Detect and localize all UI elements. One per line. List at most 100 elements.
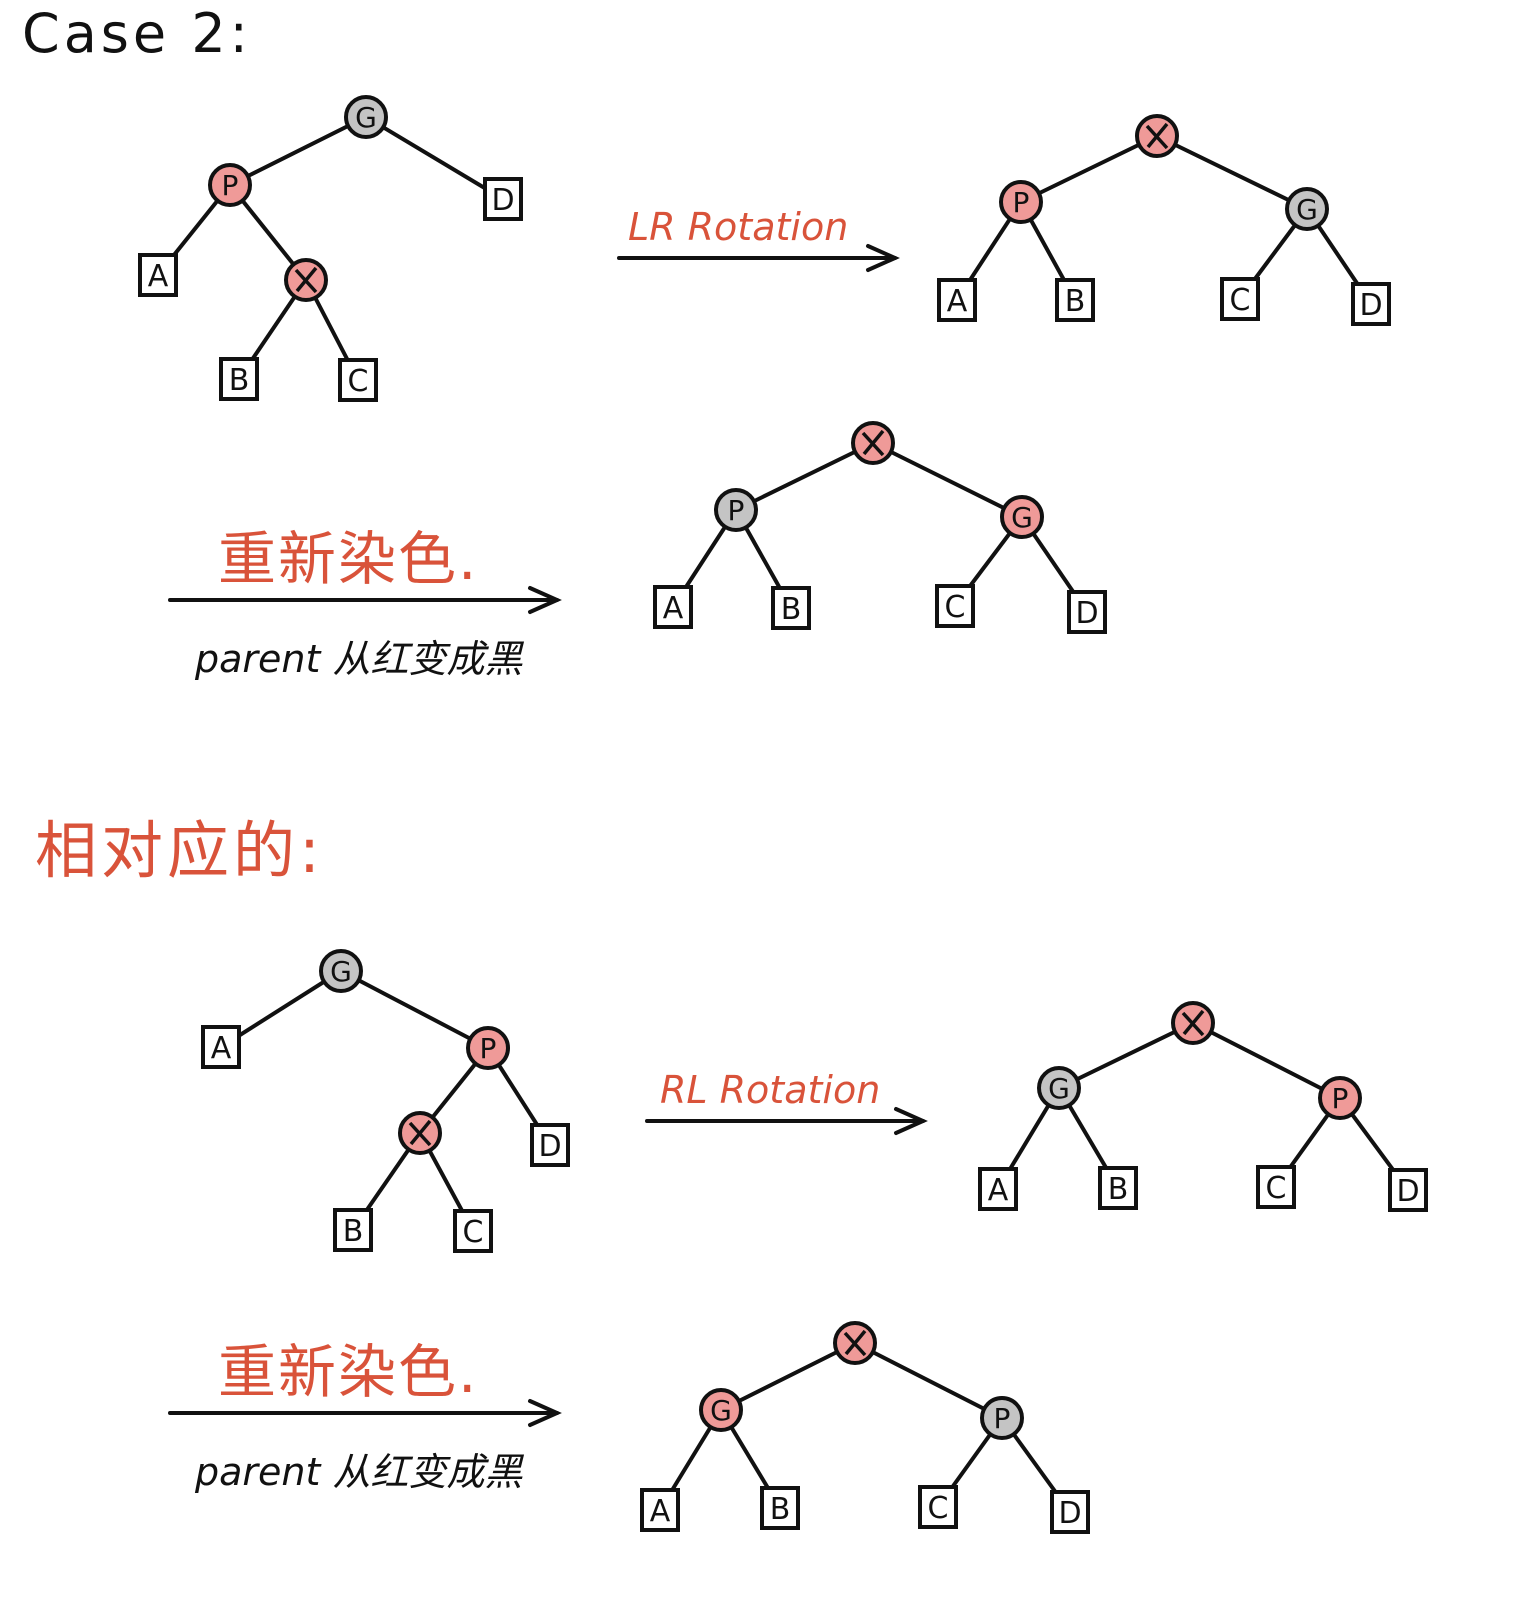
node-label: G xyxy=(355,101,377,134)
subtree-box-c: C xyxy=(1256,1165,1296,1209)
subtree-label: A xyxy=(148,259,169,294)
case-title: Case 2: xyxy=(22,2,252,65)
subtree-box xyxy=(1067,590,1107,634)
black-node-circle xyxy=(1037,1066,1081,1110)
node-p: P xyxy=(714,488,758,532)
tree-edge xyxy=(364,115,505,201)
node-p: P xyxy=(999,180,1043,224)
tree-edge xyxy=(340,969,489,1050)
subtree-label: A xyxy=(988,1173,1009,1208)
subtree-box-c: C xyxy=(935,584,975,628)
subtree-box-d: D xyxy=(1388,1168,1428,1212)
subtree-box xyxy=(1388,1168,1428,1212)
subtree-box xyxy=(1055,278,1095,322)
red-node-circle xyxy=(699,1388,743,1432)
subtree-box-a: A xyxy=(640,1488,680,1532)
lr-recolor-label: 重新染色. xyxy=(218,525,479,593)
subtree-box xyxy=(453,1209,493,1253)
red-node-circle xyxy=(1318,1076,1362,1120)
node-x: X xyxy=(851,421,895,465)
subtree-box xyxy=(937,278,977,322)
lr-rotation-label: LR Rotation xyxy=(628,205,849,249)
rl-before-tree: GAPXDBC xyxy=(201,949,570,1253)
black-node-circle xyxy=(714,488,758,532)
x-mark xyxy=(294,266,318,294)
subtree-label: D xyxy=(538,1129,561,1164)
subtree-label: C xyxy=(1266,1171,1287,1206)
black-node-circle xyxy=(344,95,388,139)
subtree-box xyxy=(760,1486,800,1530)
node-label: G xyxy=(710,1394,732,1427)
node-label: P xyxy=(728,494,745,527)
subtree-box-c: C xyxy=(338,358,378,402)
red-node-circle xyxy=(208,163,252,207)
tree-edge xyxy=(1020,134,1158,204)
tree-edge xyxy=(735,441,874,512)
red-node-circle xyxy=(999,180,1043,224)
node-label: G xyxy=(1011,501,1033,534)
subtree-box xyxy=(1050,1490,1090,1534)
lr-rotation-arrow xyxy=(617,244,900,272)
subtree-label: D xyxy=(491,183,514,218)
node-label: G xyxy=(330,955,352,988)
subtree-box xyxy=(918,1485,958,1529)
node-label: G xyxy=(1296,193,1318,226)
rl-recolor-label: 重新染色. xyxy=(218,1338,479,1406)
x-mark xyxy=(408,1119,432,1147)
subtree-label: C xyxy=(348,364,369,399)
subtree-label: D xyxy=(1359,288,1382,323)
node-label: P xyxy=(480,1032,497,1065)
node-g: G xyxy=(699,1388,743,1432)
node-label: P xyxy=(1013,186,1030,219)
subtree-label: B xyxy=(1108,1172,1129,1207)
rl-rotation-arrow xyxy=(645,1107,928,1135)
node-g: G xyxy=(1285,187,1329,231)
subtree-box xyxy=(333,1208,373,1252)
node-label: G xyxy=(1048,1072,1070,1105)
black-node-circle xyxy=(980,1396,1024,1440)
rl-rotation-label: RL Rotation xyxy=(660,1068,881,1112)
edges xyxy=(219,969,552,1232)
node-p: P xyxy=(1318,1076,1362,1120)
tree-edge xyxy=(854,1341,1003,1420)
node-p: P xyxy=(208,163,252,207)
red-node-circle xyxy=(1000,495,1044,539)
subtree-box-b: B xyxy=(771,586,811,630)
x-mark xyxy=(1181,1009,1205,1037)
lr-recolor-arrow xyxy=(168,586,562,614)
subtree-box xyxy=(138,253,178,297)
subtree-box xyxy=(1351,282,1391,326)
lr-after-rotation-tree: XPGABCD xyxy=(937,114,1391,326)
subtree-label: D xyxy=(1075,596,1098,631)
node-p: P xyxy=(980,1396,1024,1440)
subtree-label: C xyxy=(945,590,966,625)
x-mark xyxy=(843,1329,867,1357)
node-g: G xyxy=(1037,1066,1081,1110)
black-node-circle xyxy=(319,949,363,993)
subtree-box-b: B xyxy=(760,1486,800,1530)
subtree-box-a: A xyxy=(978,1167,1018,1211)
subtree-box-d: D xyxy=(1351,282,1391,326)
subtree-label: C xyxy=(1230,283,1251,318)
subtree-label: A xyxy=(663,591,684,626)
section-title: 相对应的: xyxy=(35,814,324,887)
rl-after-recolor-tree: XGPABCD xyxy=(640,1321,1090,1534)
node-g: G xyxy=(1000,495,1044,539)
tree-edge xyxy=(720,1341,856,1412)
lr-before-tree: GPDAXBC xyxy=(138,95,523,402)
node-label: P xyxy=(994,1402,1011,1435)
subtree-box xyxy=(935,584,975,628)
lr-recolor-note: parent 从红变成黑 xyxy=(195,637,523,681)
tree-edge xyxy=(1058,1021,1194,1090)
node-g: G xyxy=(319,949,363,993)
subtree-box-a: A xyxy=(138,253,178,297)
subtree-label: A xyxy=(947,284,968,319)
subtree-box xyxy=(338,358,378,402)
node-x: X xyxy=(398,1111,442,1155)
subtree-label: C xyxy=(928,1491,949,1526)
subtree-label: A xyxy=(211,1031,232,1066)
subtree-box-a: A xyxy=(937,278,977,322)
tree-edge xyxy=(1156,134,1308,211)
subtree-box-d: D xyxy=(483,177,523,221)
subtree-box xyxy=(483,177,523,221)
